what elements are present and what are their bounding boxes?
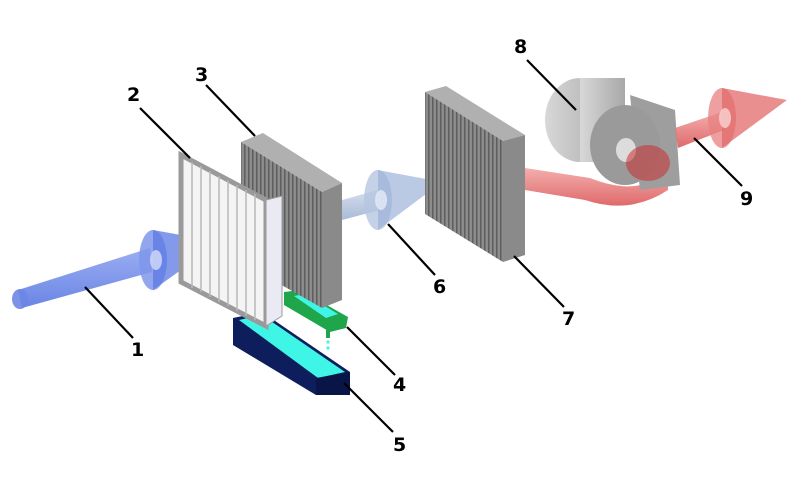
callout-label-8: 8 bbox=[514, 36, 528, 58]
callout-label-9: 9 bbox=[740, 188, 754, 210]
centrifugal-fan bbox=[545, 78, 680, 190]
callout-label-1: 1 bbox=[131, 339, 145, 361]
callout-label-3: 3 bbox=[195, 64, 209, 86]
supply-air-duct bbox=[525, 168, 668, 206]
callout-label-6: 6 bbox=[433, 276, 447, 298]
supply-air-arrow bbox=[675, 88, 787, 148]
drip-tray bbox=[284, 290, 348, 350]
water-tank bbox=[233, 312, 350, 395]
leader-lines bbox=[84, 59, 743, 433]
callout-label-5: 5 bbox=[393, 434, 407, 456]
fine-filter bbox=[425, 86, 525, 262]
callout-label-7: 7 bbox=[562, 308, 576, 330]
callout-label-2: 2 bbox=[127, 84, 141, 106]
callout-label-4: 4 bbox=[393, 374, 407, 396]
pleated-pre-filter bbox=[178, 150, 283, 331]
